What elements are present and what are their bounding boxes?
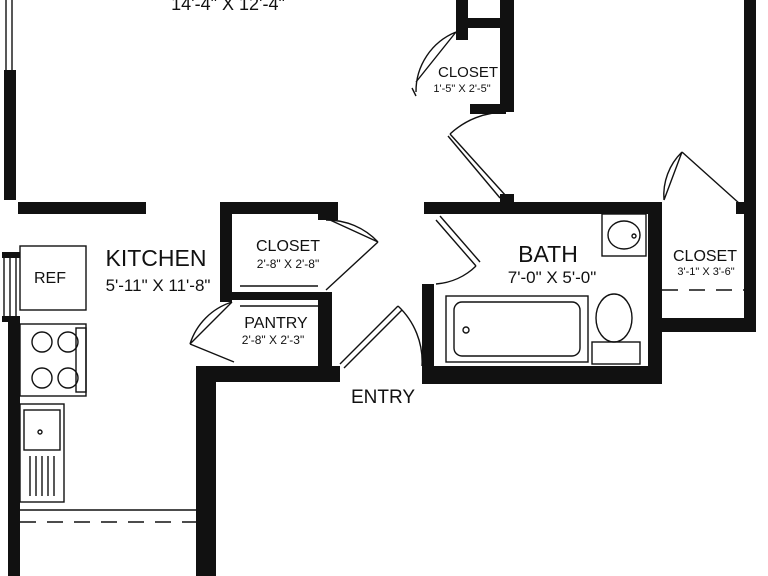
kitchen-sink: [19, 403, 65, 503]
pantry-name: PANTRY: [244, 315, 308, 332]
wall-top-closet-mid: [458, 18, 504, 28]
right-closet-name: CLOSET: [673, 248, 737, 265]
kitchen-name: KITCHEN: [106, 245, 207, 271]
wall-pantry-bottom: [206, 366, 340, 382]
wall-bath-bottom: [422, 366, 662, 384]
wall-bath-top: [424, 202, 662, 214]
door-right-closet: [663, 151, 741, 205]
living-room-dimensions: 14'-4" X 12'-4": [171, 0, 285, 14]
wall-top-closet-bottom: [470, 104, 506, 114]
door-top-closet: [411, 31, 457, 97]
pantry-dimensions: 2'-8" X 2'-3": [242, 333, 304, 347]
wall-right-closet-bottom: [660, 318, 756, 332]
bathtub: [445, 295, 589, 363]
door-closet-mid: [325, 219, 379, 291]
bath-dimensions: 7'-0" X 5'-0": [508, 268, 597, 287]
doors: [189, 31, 741, 369]
bath-sink: [601, 213, 647, 257]
ref-label: REF: [34, 270, 66, 287]
wall-pantry-right: [318, 292, 332, 380]
wall-left-upper: [4, 70, 16, 200]
wall-stub-center: [500, 194, 514, 210]
wall-right-closet-top: [736, 202, 756, 214]
entry-label: ENTRY: [351, 387, 415, 408]
wall-kitchen-right: [196, 366, 216, 576]
wall-closet-left: [220, 202, 232, 302]
walls: [4, 0, 756, 576]
wall-closet-right-stub: [318, 202, 338, 220]
wall-right-exterior: [744, 0, 756, 332]
top-closet-name: CLOSET: [438, 64, 498, 81]
right-closet-dimensions: 3'-1" X 3'-6": [677, 266, 734, 278]
bath-name: BATH: [518, 241, 578, 267]
fixtures: [19, 213, 744, 523]
refrigerator: [19, 245, 87, 311]
range: [19, 323, 87, 397]
wall-top-closet-stub-a: [456, 0, 468, 40]
toilet: [591, 293, 641, 365]
left-windows: [2, 0, 20, 322]
mid-closet-name: CLOSET: [256, 238, 320, 255]
wall-left-mid: [8, 318, 20, 576]
top-closet-dimensions: 1'-5" X 2'-5": [433, 83, 490, 95]
door-corridor: [449, 111, 507, 197]
wall-kitchen-top: [18, 202, 146, 214]
door-pantry: [189, 301, 235, 363]
mid-closet-dimensions: 2'-8" X 2'-8": [257, 257, 319, 271]
wall-top-closet-right: [500, 0, 514, 112]
wall-closet-top: [220, 202, 338, 214]
door-bath: [435, 219, 477, 285]
wall-bath-left: [422, 284, 434, 384]
door-entry: [339, 305, 423, 367]
wall-bath-right: [648, 202, 662, 384]
wall-closet-pantry-divider: [232, 292, 322, 300]
kitchen-dimensions: 5'-11" X 11'-8": [106, 276, 211, 295]
